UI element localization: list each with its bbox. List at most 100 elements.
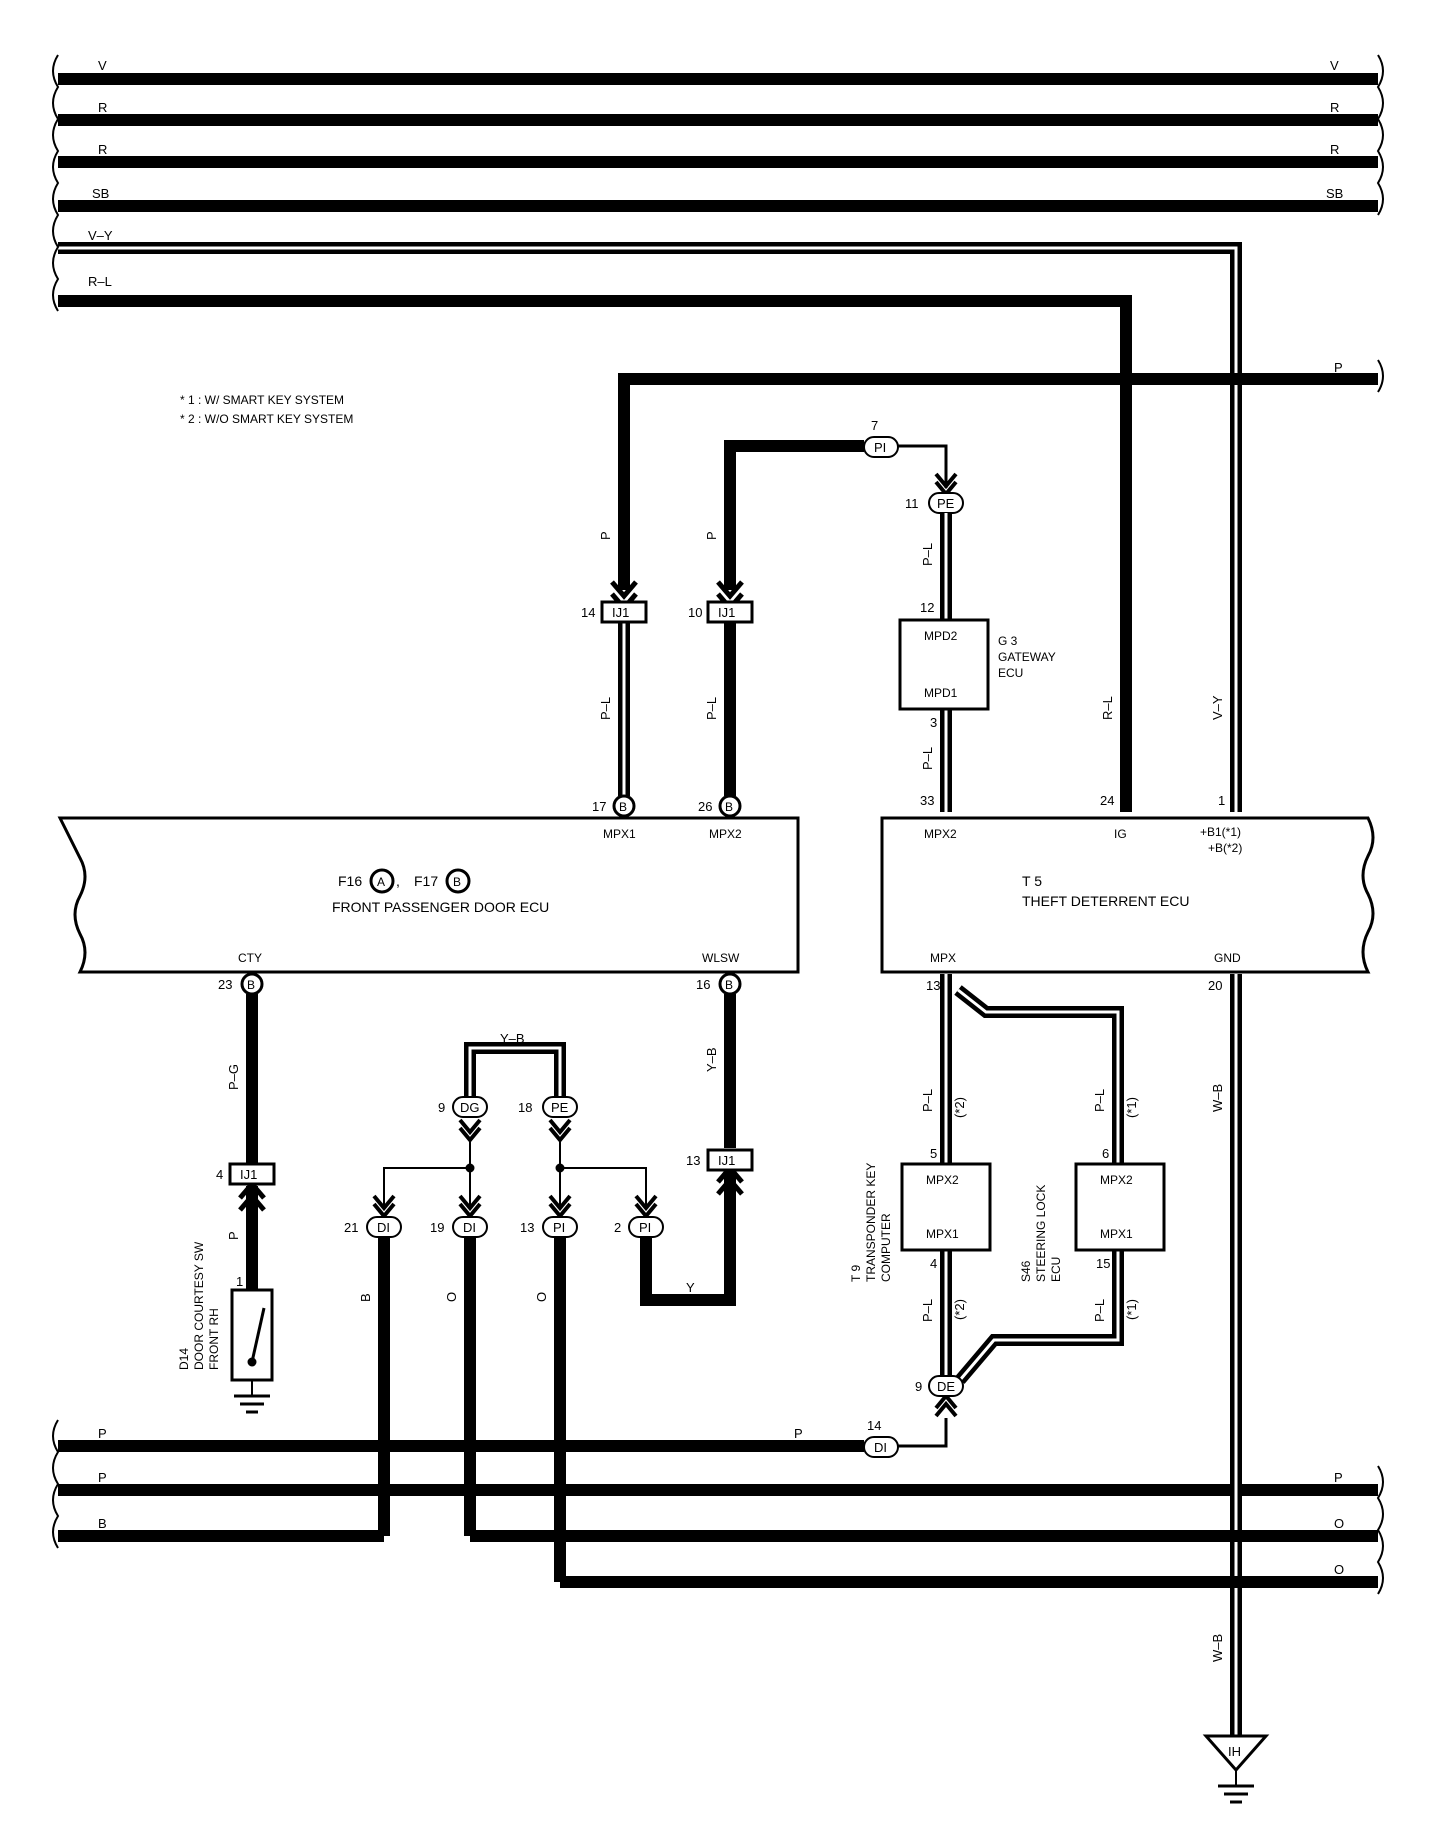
wire-cty [238,994,266,1300]
top-bus [52,54,1384,812]
bus-label-right: R [1330,142,1339,157]
junction-branches [372,1118,658,1220]
svg-text:4: 4 [930,1256,937,1271]
ground-ih-label: IH [1228,1744,1241,1759]
break-right-top [1376,54,1384,216]
wire-label-rl: R–L [1100,696,1115,720]
connector-pe18: PE 18 [518,1096,578,1118]
connector-de9: DE 9 [915,1375,964,1397]
svg-text:5: 5 [930,1146,937,1161]
svg-text:IJ1: IJ1 [718,605,735,620]
bus-line-vy [58,242,1242,812]
steering-lock-ecu: MPX2 MPX1 6 15 S46 STEERING LOCK ECU [1019,1146,1166,1282]
svg-text:D14: D14 [177,1348,191,1370]
svg-text:B: B [453,875,461,889]
svg-text:PI: PI [553,1220,565,1235]
pin-d14-1: 1 [236,1274,243,1289]
svg-text:P: P [98,1426,107,1441]
svg-text:G 3: G 3 [998,634,1018,648]
pin-gw-12: 12 [920,600,934,615]
svg-text:O: O [1334,1562,1344,1577]
connector-ij1-13: IJ1 13 [686,1148,754,1172]
svg-text:B: B [247,978,255,992]
wire-label-pl-a: P–L [598,697,613,720]
svg-text:13: 13 [520,1220,534,1235]
svg-text:,: , [396,873,400,889]
svg-text:S46: S46 [1019,1260,1033,1282]
wire-label-p-b: P [704,531,719,540]
top-bus-labels: V V R R R R SB SB V–Y R–L [88,58,1343,289]
svg-text:DI: DI [463,1220,476,1235]
variant-t9-bot: (*2) [952,1299,967,1320]
break-left-top [52,54,60,312]
wire-label-b-di: B [358,1293,373,1302]
connector-dg9: DG 9 [438,1096,488,1118]
svg-text:DE: DE [937,1379,955,1394]
svg-text:CTY: CTY [238,951,262,965]
svg-text:IJ1: IJ1 [612,605,629,620]
svg-text:MPX2: MPX2 [926,1173,959,1187]
svg-text:2: 2 [614,1220,621,1235]
connector-ij1-4: IJ1 4 [216,1162,276,1186]
svg-text:P: P [1334,1470,1343,1485]
svg-text:4: 4 [216,1167,223,1182]
wire-label-p-a: P [598,531,613,540]
svg-text:B: B [725,800,733,814]
svg-text:GATEWAY: GATEWAY [998,650,1056,664]
svg-text:9: 9 [438,1100,445,1115]
svg-text:T 5: T 5 [1022,873,1042,889]
ground-ih [1202,1734,1270,1804]
svg-text:B: B [98,1516,107,1531]
svg-text:PI: PI [874,440,886,455]
connector-pe11: PE 11 [905,492,964,514]
svg-text:IJ1: IJ1 [718,1153,735,1168]
svg-text:19: 19 [430,1220,444,1235]
wire-label-wb-bot: W–B [1210,1634,1225,1662]
svg-text:MPX1: MPX1 [1100,1227,1133,1241]
variant-t9-top: (*2) [952,1097,967,1118]
svg-text:IG: IG [1114,827,1127,841]
svg-text:+B1(*1): +B1(*1) [1200,825,1241,839]
wire-label-pl-s46-bot: P–L [1092,1299,1107,1322]
wire-label-pl-t9-bot: P–L [920,1299,935,1322]
svg-text:TRANSPONDER KEY: TRANSPONDER KEY [864,1163,878,1282]
bus-label-left: R [98,100,107,115]
bus-line-vy-core [58,246,1238,812]
wire-label-o-di: O [444,1292,459,1302]
svg-text:13: 13 [686,1153,700,1168]
svg-text:10: 10 [688,605,702,620]
bus-label-right: SB [1326,186,1343,201]
svg-text:MPX2: MPX2 [709,827,742,841]
svg-text:PE: PE [551,1100,569,1115]
wire-yb-top [464,1042,566,1106]
svg-text:COMPUTER: COMPUTER [879,1213,893,1282]
bus-label-left: SB [92,186,109,201]
svg-text:IJ1: IJ1 [240,1167,257,1182]
wire-label-pl-t9-top: P–L [920,1089,935,1112]
wire-label-o-pi: O [534,1292,549,1302]
wire-label-pl-b: P–L [704,697,719,720]
p-line-label: P [1334,360,1343,375]
bus-label-left: R–L [88,274,112,289]
svg-text:B: B [619,800,627,814]
wire-label-p-sw: P [226,1231,241,1240]
svg-text:6: 6 [1102,1146,1109,1161]
wire-label-wb-top: W–B [1210,1084,1225,1112]
transponder-key-computer: MPX2 MPX1 5 4 T 9 TRANSPONDER KEY COMPUT… [849,1146,992,1282]
wire-label-y: Y [686,1280,695,1295]
variant-s46-bot: (*1) [1124,1299,1139,1320]
wire-wlsw [640,994,744,1306]
svg-text:F17: F17 [414,873,438,889]
svg-text:11: 11 [905,496,919,511]
bottom-bus [52,1419,1384,1595]
connector-pi7: PI 7 [863,418,899,458]
svg-text:MPX1: MPX1 [603,827,636,841]
connector-di21: DI 21 [344,1216,402,1238]
legend-note-2: * 2 : W/O SMART KEY SYSTEM [180,412,353,426]
svg-text:7: 7 [871,418,878,433]
pin-gw-3: 3 [930,715,937,730]
front-passenger-door-ecu: B B 17 26 MPX1 MPX2 F16 A , F17 B FRONT … [57,794,800,996]
wire-label-vy: V–Y [1210,695,1225,720]
svg-text:20: 20 [1208,978,1222,993]
